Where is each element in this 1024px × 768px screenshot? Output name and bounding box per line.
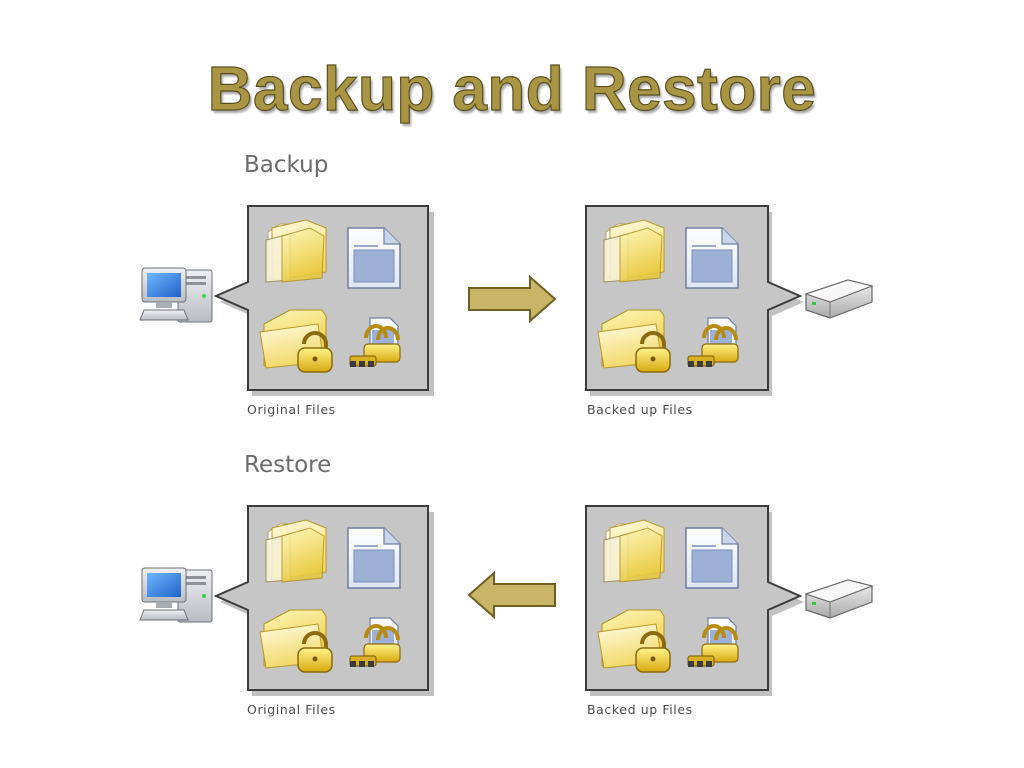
- section-heading-restore: Restore: [244, 452, 332, 478]
- section-heading-backup: Backup: [244, 152, 329, 178]
- backup-drive-icon: [800, 270, 876, 326]
- arrow-right-icon: [466, 274, 558, 324]
- original-files-caption: Original Files: [247, 402, 336, 417]
- computer-icon: [138, 564, 216, 626]
- slide-title: Backup and Restore: [207, 54, 817, 124]
- backed-up-files-panel: [582, 200, 812, 400]
- backed-up-files-caption: Backed up Files: [587, 402, 693, 417]
- original-files-caption: Original Files: [247, 702, 336, 717]
- original-files-panel: [210, 500, 440, 700]
- computer-icon: [138, 264, 216, 326]
- backup-drive-icon: [800, 570, 876, 626]
- original-files-panel: [210, 200, 440, 400]
- arrow-left-icon: [466, 570, 558, 620]
- backed-up-files-caption: Backed up Files: [587, 702, 693, 717]
- backed-up-files-panel: [582, 500, 812, 700]
